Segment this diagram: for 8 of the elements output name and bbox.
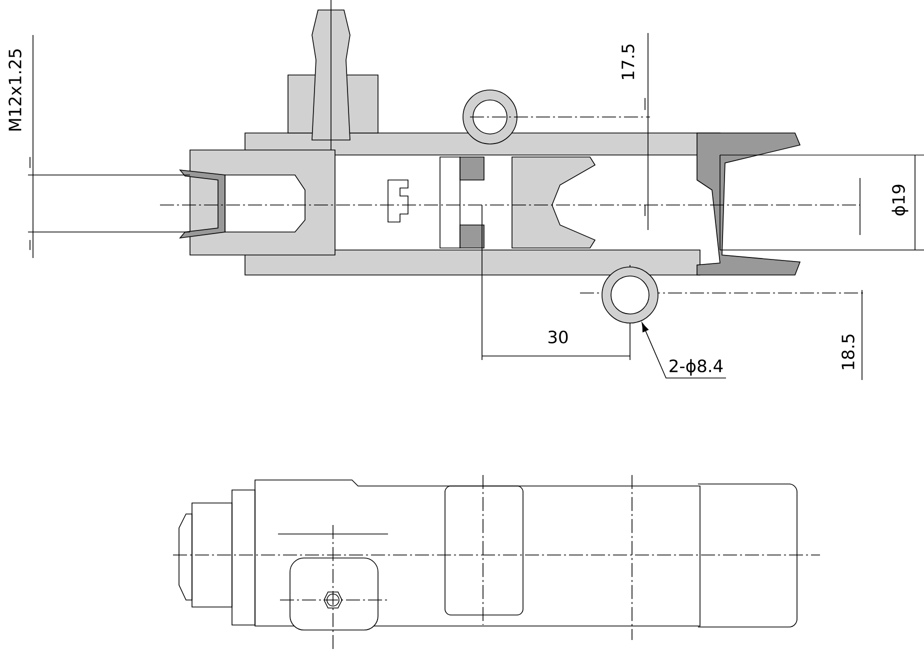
dimension-text: 2-ϕ8.4 — [670, 359, 723, 376]
dimension-text: 17.5 — [622, 44, 634, 80]
dimension-text: M12x1.25 — [8, 49, 22, 130]
dimension-text: ϕ19 — [892, 184, 908, 216]
leader-line — [642, 322, 726, 378]
mounting-ear — [602, 266, 658, 324]
dimension-text: 30 — [548, 330, 568, 344]
dimension-text: 18.5 — [842, 334, 854, 370]
